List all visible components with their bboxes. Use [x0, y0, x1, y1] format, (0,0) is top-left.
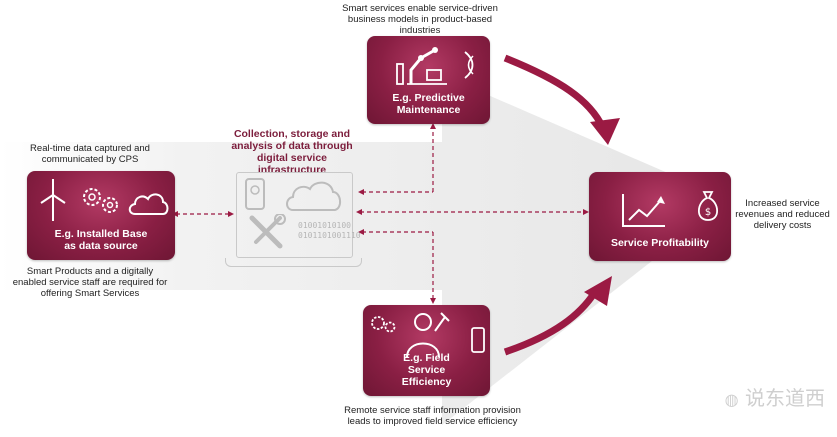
arrowhead-up-maintenance	[430, 123, 436, 129]
cloud-icon	[128, 193, 169, 215]
growth-chart-icon	[622, 194, 665, 227]
lower-red-arrow	[503, 290, 598, 356]
predictive-maintenance-label: E.g. Predictive Maintenance	[392, 92, 465, 116]
tools-outline-icon	[249, 214, 286, 249]
lower-red-arrowhead	[584, 276, 612, 306]
service-profitability-card: $ Service Profitability	[589, 172, 731, 261]
signal-waves-icon	[464, 51, 474, 79]
watermark-text: 说东道西	[745, 386, 825, 410]
wechat-icon: ◍	[724, 390, 739, 409]
phone-icon	[471, 327, 485, 353]
arrowhead-down-field	[430, 298, 436, 304]
binary-line-2: 0101101001110	[298, 231, 361, 240]
increased-caption: Increased service revenues and reduced d…	[735, 198, 830, 231]
smart-products-caption: Smart Products and a digitally enabled s…	[12, 266, 168, 299]
upper-red-arrowhead	[590, 118, 620, 145]
service-profitability-label: Service Profitability	[610, 237, 710, 249]
robot-arm-icon	[396, 47, 447, 85]
field-service-label: E.g. Field Service Efficiency	[401, 352, 452, 388]
watermark: ◍ 说东道西	[725, 382, 825, 411]
arrowhead-left-laptop-bottom	[358, 229, 364, 235]
predictive-maintenance-card: E.g. Predictive Maintenance	[367, 36, 490, 124]
technician-icon	[406, 312, 450, 358]
gears-icon	[83, 188, 118, 213]
arrowhead-left-laptop-top	[358, 189, 364, 195]
arrowhead-left-laptop-mid	[356, 209, 362, 215]
binary-data-text: 01001010100 0101101001110	[298, 221, 361, 241]
svg-text:$: $	[705, 207, 711, 218]
gears-small-icon	[371, 316, 396, 333]
installed-base-label: E.g. Installed Base as data source	[54, 228, 148, 252]
arrowhead-right-profit	[583, 209, 589, 215]
arrowhead-left-installed	[172, 211, 178, 217]
infrastructure-laptop	[236, 172, 353, 258]
arrowhead-right-laptop	[228, 211, 234, 217]
cloud-outline-icon	[286, 181, 341, 211]
top-caption: Smart services enable service-driven bus…	[342, 3, 498, 36]
remote-caption: Remote service staff information provisi…	[344, 405, 521, 427]
realtime-caption: Real-time data captured and communicated…	[30, 143, 150, 165]
laptop-base	[225, 258, 362, 267]
collection-caption: Collection, storage and analysis of data…	[231, 128, 353, 176]
money-bag-icon: $	[697, 191, 719, 221]
tablet-outline-icon	[245, 178, 265, 210]
installed-base-card: E.g. Installed Base as data source	[27, 171, 175, 260]
field-service-card: E.g. Field Service Efficiency	[363, 305, 490, 396]
upper-red-arrow	[503, 54, 607, 130]
wind-turbine-icon	[40, 179, 66, 221]
binary-line-1: 01001010100	[298, 221, 351, 230]
